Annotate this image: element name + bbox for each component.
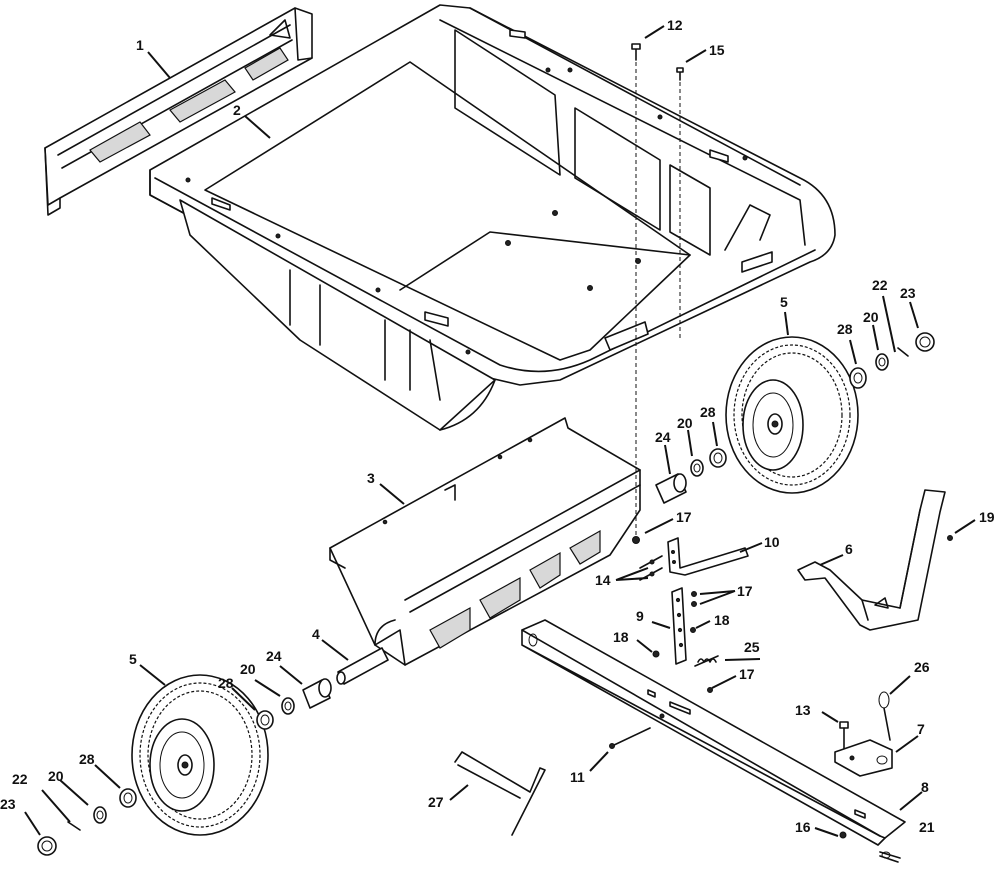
callout-14: 14 <box>595 572 611 588</box>
callout-22-right: 22 <box>872 277 888 293</box>
callout-15: 15 <box>709 42 725 58</box>
callout-20-wheel-right: 20 <box>863 309 879 325</box>
leader-lines <box>24 25 976 837</box>
callout-20-bushing-left: 20 <box>240 661 256 677</box>
callout-27: 27 <box>428 794 444 810</box>
callout-labels: 1 2 3 4 5 5 6 7 8 9 10 11 12 13 14 15 16… <box>0 17 995 835</box>
callout-28-wheel-right: 28 <box>837 321 853 337</box>
part-axle <box>336 647 389 685</box>
callout-20-bushing-right: 20 <box>677 415 693 431</box>
callout-17-upper: 17 <box>676 509 692 525</box>
callout-11: 11 <box>570 769 585 785</box>
part-hitch-pin <box>878 691 891 741</box>
callout-28-wheel-left: 28 <box>79 751 95 767</box>
part-plate <box>652 587 697 665</box>
callout-22-left: 22 <box>12 771 28 787</box>
callout-24-right: 24 <box>655 429 671 445</box>
callout-20-wheel-left: 20 <box>48 768 64 784</box>
part-bracket <box>639 537 749 581</box>
callout-23-right: 23 <box>900 285 916 301</box>
wheel-hardware <box>37 332 935 856</box>
callout-1: 1 <box>136 37 144 53</box>
callout-7: 7 <box>917 721 925 737</box>
callout-17-middle: 17 <box>737 583 753 599</box>
part-spring <box>694 655 719 667</box>
callout-5-right: 5 <box>780 294 788 310</box>
part-hitch-stand <box>797 489 953 631</box>
part-dump-bed <box>149 4 836 431</box>
callout-28-bushing-left: 28 <box>218 675 234 691</box>
callout-21: 21 <box>919 819 935 835</box>
callout-17-lower: 17 <box>739 666 755 682</box>
callout-19: 19 <box>979 509 995 525</box>
callout-3: 3 <box>367 470 375 486</box>
part-bolts-top <box>631 43 684 544</box>
callout-12: 12 <box>667 17 683 33</box>
callout-18-left: 18 <box>613 629 629 645</box>
part-wheel-left <box>131 674 269 836</box>
callout-16: 16 <box>795 819 811 835</box>
part-tailgate <box>44 7 313 216</box>
part-hitch-plate <box>834 721 893 777</box>
callout-4: 4 <box>312 626 320 642</box>
callout-28-bushing-right: 28 <box>700 404 716 420</box>
callout-25: 25 <box>744 639 760 655</box>
part-bolt-11 <box>609 727 651 749</box>
callout-5-left: 5 <box>129 651 137 667</box>
part-cotter <box>879 851 901 863</box>
callout-23-left: 23 <box>0 796 16 812</box>
part-bed-frame <box>329 417 641 666</box>
callout-9: 9 <box>636 608 644 624</box>
part-wheel-right <box>725 336 859 494</box>
callout-10: 10 <box>764 534 780 550</box>
callout-8: 8 <box>921 779 929 795</box>
callout-24-left: 24 <box>266 648 282 664</box>
callout-13: 13 <box>795 702 811 718</box>
callout-2: 2 <box>233 102 241 118</box>
callout-26: 26 <box>914 659 930 675</box>
callout-18-right: 18 <box>714 612 730 628</box>
part-tongue <box>521 619 906 846</box>
part-handle <box>454 751 546 836</box>
callout-6: 6 <box>845 541 853 557</box>
